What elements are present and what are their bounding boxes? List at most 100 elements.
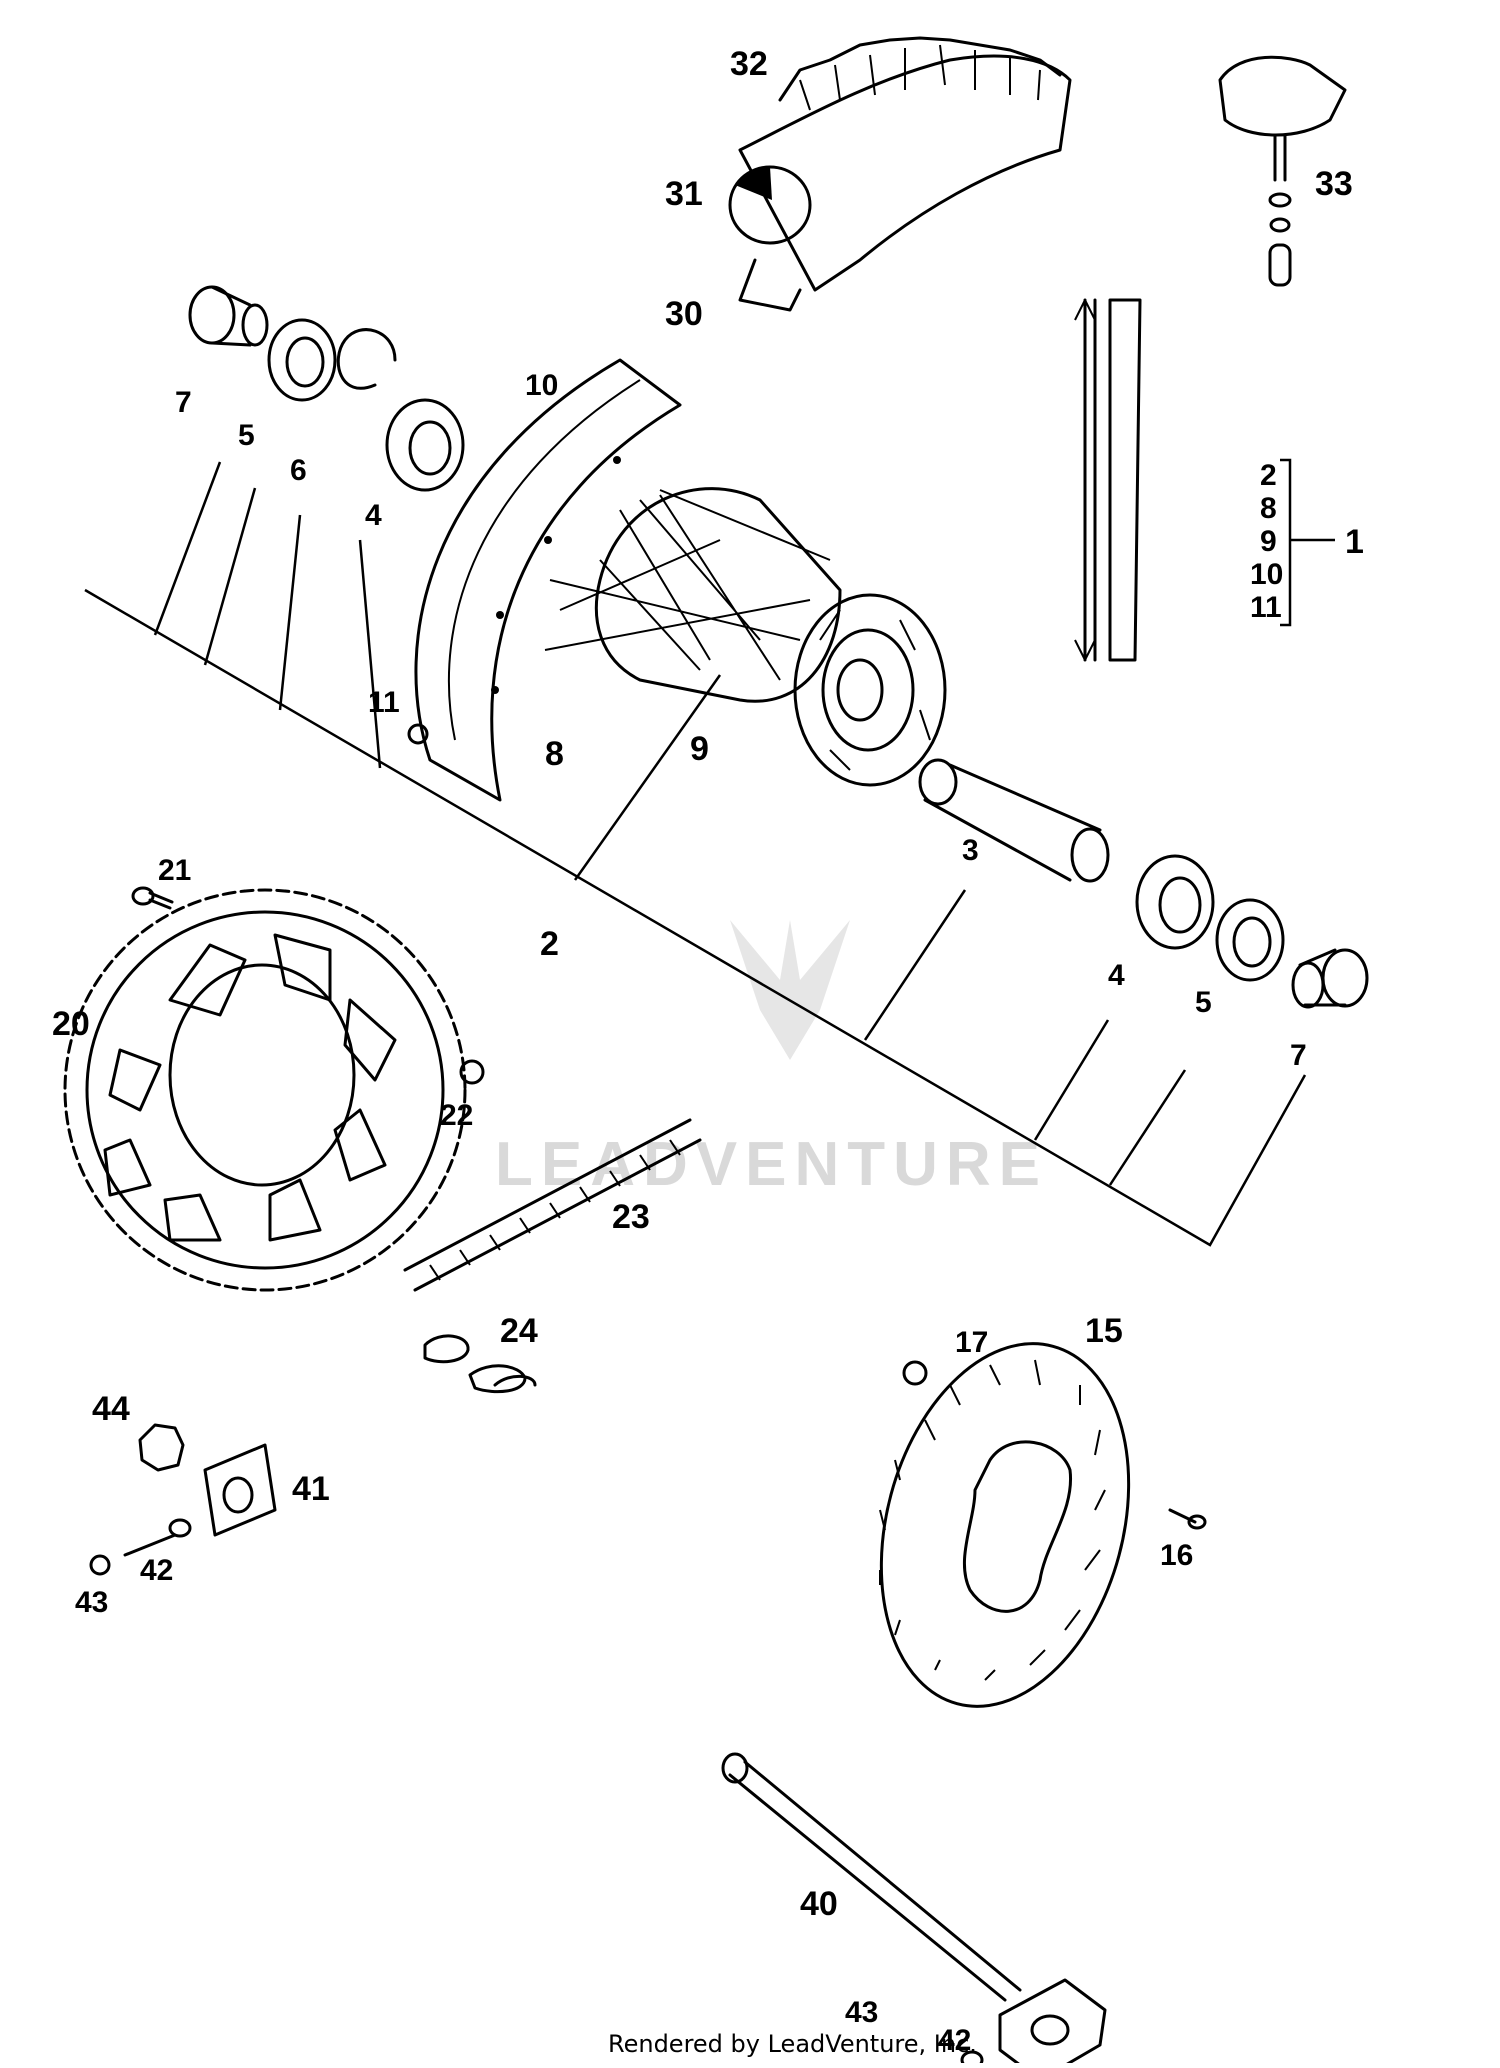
label-32: 32 [730, 45, 768, 83]
adjuster-bolt-42 [123, 1533, 177, 1557]
tube-fill [735, 166, 772, 200]
disc-bolt-shank [1168, 1508, 1197, 1524]
label-5b: 5 [1195, 986, 1212, 1019]
disc-bolt-16 [1168, 1508, 1207, 1530]
bearing-inner [1158, 876, 1202, 934]
kit-item-4: 11 [1250, 591, 1282, 624]
watermark: LEADVENTURE [495, 920, 1040, 1199]
leader-3 [863, 889, 967, 1041]
label-7b: 7 [1290, 1039, 1307, 1072]
label-43b: 43 [845, 1996, 878, 2029]
label-4b: 4 [1108, 959, 1125, 992]
seal-outer [1215, 898, 1285, 982]
label-20: 20 [52, 1005, 90, 1043]
tire-body [738, 54, 1072, 292]
leader-4b [1033, 1019, 1110, 1141]
rim-hole [496, 611, 504, 619]
label-21: 21 [158, 854, 191, 887]
seal-outer [267, 318, 337, 402]
label-22: 22 [440, 1099, 473, 1132]
disc-outer [879, 1342, 1131, 1708]
footer-credit: Rendered by LeadVenture, Inc. [608, 2030, 977, 2058]
leader-7a [153, 461, 222, 636]
sprocket-bolt-21 [131, 886, 174, 910]
hub-bore [836, 658, 884, 722]
axle [721, 1752, 1107, 2068]
leader-6 [278, 514, 302, 711]
bearing-outer [1135, 854, 1215, 950]
hub-bolt-holes [819, 609, 931, 771]
label-16: 16 [1160, 1539, 1193, 1572]
chain-adjuster-left [89, 1423, 277, 1576]
disc-slots [879, 1359, 1106, 1681]
label-40: 40 [800, 1885, 838, 1923]
left-bearing-4 [385, 398, 465, 492]
rim-band [738, 258, 802, 312]
label-31: 31 [665, 175, 703, 213]
spoke-bar [1108, 298, 1142, 662]
seal-inner [1232, 916, 1272, 968]
axle-thread-end [721, 1752, 749, 1784]
label-11: 11 [368, 686, 400, 719]
hub [407, 487, 947, 787]
hub-flange-outer [793, 593, 947, 787]
adjuster-nut-44 [138, 1423, 185, 1472]
adjuster-hole [222, 1476, 254, 1514]
tube-body [923, 763, 1102, 882]
axle-bolt-head [960, 2050, 984, 2068]
leader-5a [203, 487, 257, 666]
tire-tread [778, 36, 1062, 102]
left-seal-5 [267, 318, 337, 402]
valve-assembly [1218, 55, 1347, 287]
master-link-plate [468, 1364, 537, 1394]
rim [414, 358, 682, 802]
bolt-head [131, 886, 155, 906]
axle-shaft [728, 1760, 1022, 2002]
label-44: 44 [92, 1390, 130, 1428]
valve-stem [1273, 133, 1287, 182]
spoke-nipple [407, 723, 429, 745]
circlip [336, 328, 397, 390]
watermark-logo [730, 920, 850, 1060]
callout-labels: 32 31 30 33 7 5 6 4 10 11 8 9 2 3 4 5 7 … [52, 45, 1364, 2057]
label-8: 8 [545, 735, 564, 773]
kit-bracket [1280, 458, 1335, 627]
kit-item-3: 10 [1250, 558, 1283, 591]
valve-washer [1269, 217, 1291, 233]
disc-nut [902, 1360, 928, 1386]
label-7a: 7 [175, 386, 192, 419]
bearing-inner [408, 420, 452, 476]
seal-inner [285, 336, 325, 388]
spacer-end [1291, 961, 1325, 1009]
leader-4a [358, 539, 382, 769]
adjuster-bolt-head [168, 1518, 192, 1538]
label-2: 2 [540, 925, 559, 963]
spokes [544, 489, 831, 681]
label-1: 1 [1345, 523, 1364, 561]
label-15: 15 [1085, 1312, 1123, 1350]
hub-body [594, 487, 842, 703]
chain [403, 1118, 702, 1292]
rim-hole [544, 536, 552, 544]
disc-nut-17 [902, 1360, 928, 1386]
circlip-6 [336, 328, 397, 390]
spacer-end [241, 303, 269, 347]
label-9: 9 [690, 730, 709, 768]
valve-cap [1218, 55, 1347, 137]
right-seal-5 [1215, 898, 1285, 982]
label-24: 24 [500, 1312, 538, 1350]
label-23: 23 [612, 1198, 650, 1236]
leader-2 [573, 674, 722, 881]
adjuster-block-41 [203, 1443, 277, 1537]
tire-knobs [799, 44, 1041, 111]
kit-item-0: 2 [1260, 459, 1277, 492]
sprocket-nut-22 [459, 1059, 485, 1085]
label-42b: 42 [938, 2024, 971, 2057]
main-axis-line [84, 588, 1307, 1247]
sprocket-body [85, 910, 445, 1270]
kit-item-2: 9 [1260, 525, 1277, 558]
kit-item-1: 8 [1260, 492, 1277, 525]
rim-hole [613, 456, 621, 464]
spoke-arrows [1074, 299, 1096, 661]
